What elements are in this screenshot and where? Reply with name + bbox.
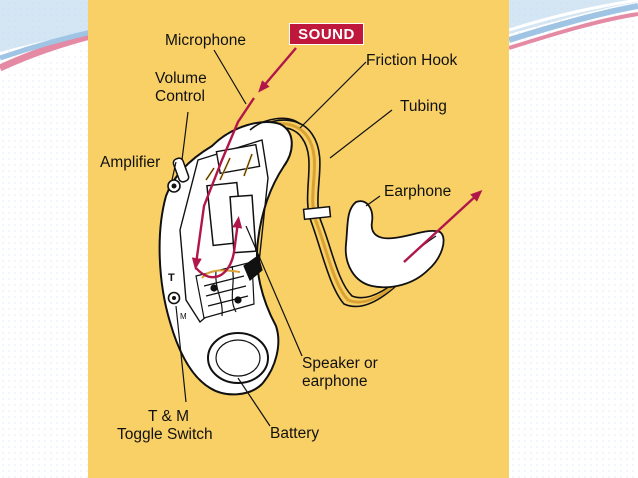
label-microphone: Microphone bbox=[165, 32, 246, 49]
leader-lines bbox=[171, 49, 393, 427]
label-speaker-line1: Speaker or bbox=[302, 355, 378, 372]
volume-wheel bbox=[172, 157, 190, 183]
label-tm-switch-line1: T & M bbox=[148, 408, 190, 425]
earmold bbox=[344, 200, 445, 289]
device-mark-t: T bbox=[168, 272, 175, 284]
tubing bbox=[241, 119, 419, 308]
label-tubing: Tubing bbox=[400, 98, 447, 115]
device-mark-m: M bbox=[180, 312, 187, 321]
label-earphone: Earphone bbox=[384, 183, 452, 200]
label-friction-hook: Friction Hook bbox=[366, 52, 458, 69]
label-volume-control-line2: Control bbox=[155, 88, 205, 105]
battery bbox=[207, 332, 269, 384]
device-body bbox=[158, 121, 293, 396]
label-volume-control-line1: Volume bbox=[155, 70, 207, 87]
sound-tag: SOUND bbox=[289, 23, 364, 45]
label-speaker-line2: earphone bbox=[302, 373, 368, 390]
sound-tag-label: SOUND bbox=[298, 26, 355, 43]
hearing-aid-diagram bbox=[158, 47, 483, 427]
label-battery: Battery bbox=[270, 425, 320, 442]
tubing-clip bbox=[302, 205, 332, 221]
label-amplifier: Amplifier bbox=[100, 154, 161, 171]
sound-path-arrows bbox=[191, 47, 483, 279]
label-tm-switch-line2: Toggle Switch bbox=[117, 426, 213, 443]
